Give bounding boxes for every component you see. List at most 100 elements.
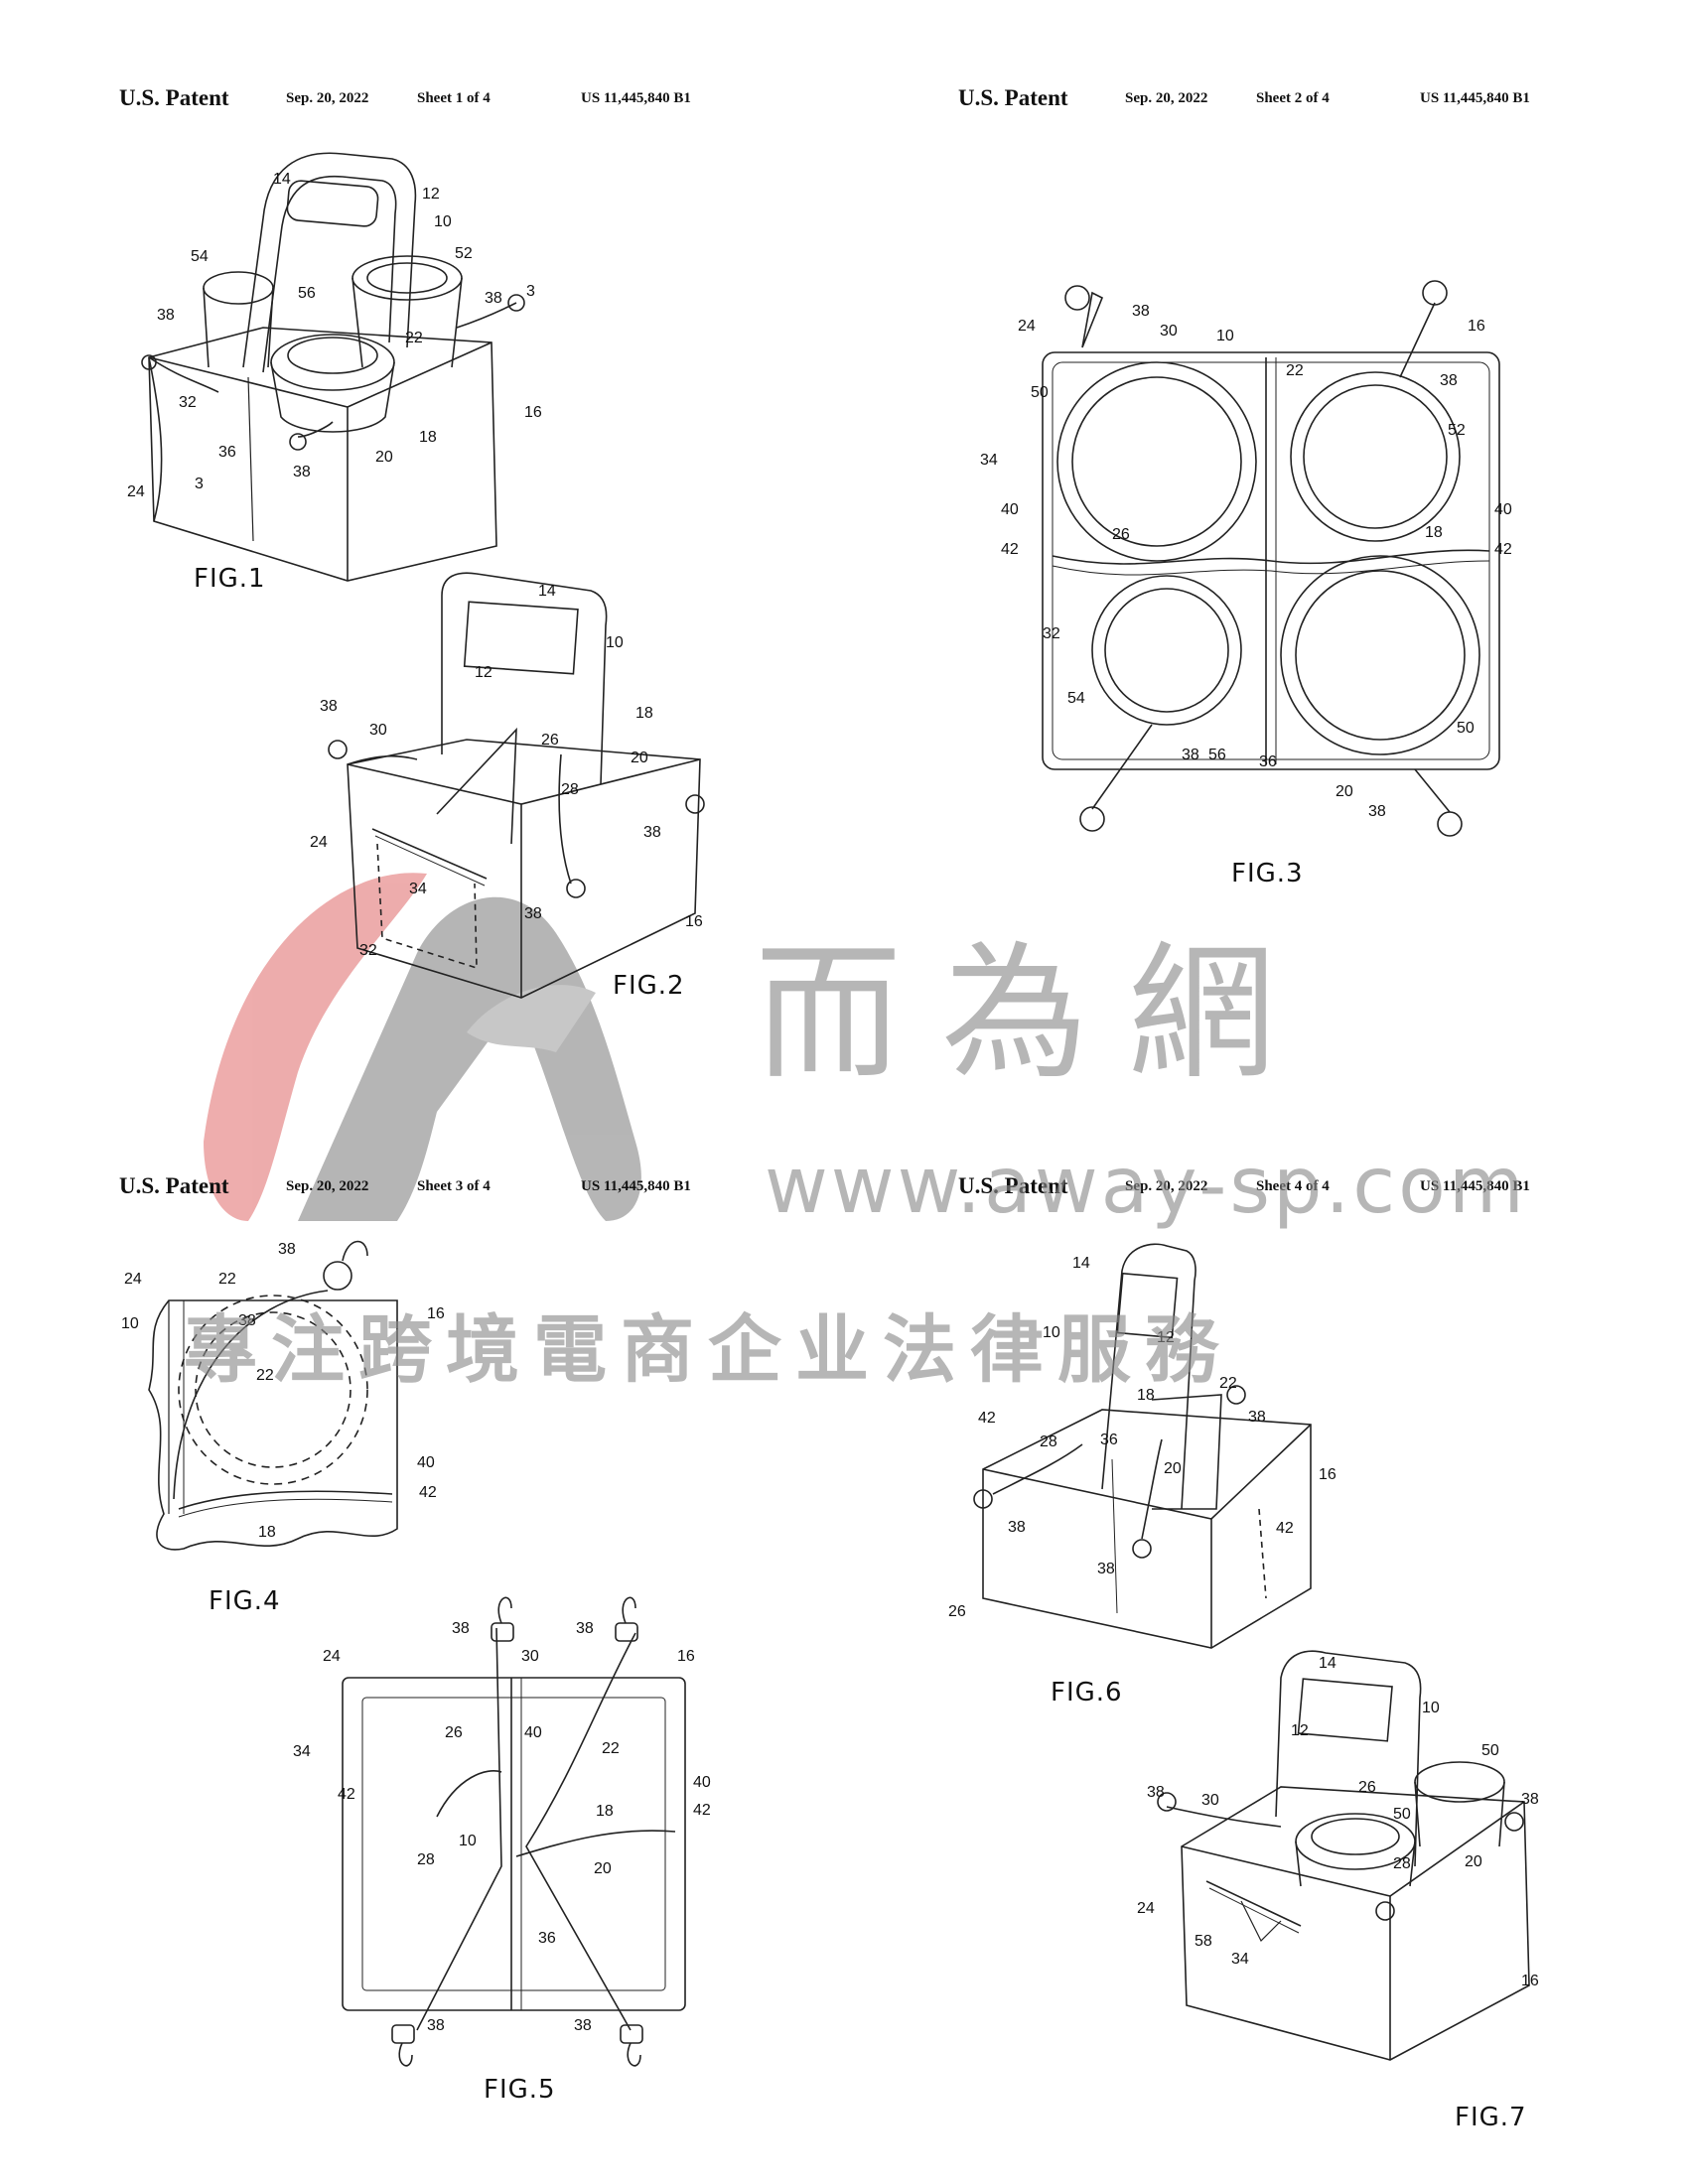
fig7-ref-numeral: 50 [1481,1742,1499,1759]
fig6-ref-numeral: 38 [1097,1561,1115,1577]
fig6-ref-numeral: 16 [1319,1466,1336,1483]
fig2-ref-numeral: 32 [359,942,377,959]
sheet-header-2: U.S. Patent Sep. 20, 2022 Sheet 2 of 4 U… [958,85,1530,111]
fig6-ref-numeral: 36 [1100,1432,1118,1448]
fig2-ref-numeral: 10 [606,634,624,651]
fig7-ref-numeral: 10 [1422,1700,1440,1716]
fig5-ref-numeral: 38 [576,1620,594,1637]
fig1-ref-numeral: 20 [375,449,393,466]
fig1-ref-numeral: 32 [179,394,197,411]
fig1-ref-numeral: 14 [273,171,291,188]
patent-label: U.S. Patent [958,1173,1068,1198]
sheet-number: Sheet 1 of 4 [417,90,491,106]
fig5-ref-numeral: 38 [574,2017,592,2034]
fig1-ref-numeral: 36 [218,444,236,461]
fig7-ref-numeral: 20 [1465,1853,1482,1870]
fig5-ref-numeral: 10 [459,1833,477,1849]
fig1-ref-numeral: 38 [157,307,175,324]
fig5-ref-numeral: 24 [323,1648,341,1665]
fig7-ref-numeral: 24 [1137,1900,1155,1917]
fig7-ref-numeral: 12 [1291,1722,1309,1739]
fig4-ref-numeral: 24 [124,1271,142,1288]
fig4-ref-numeral: 38 [278,1241,296,1258]
fig3-ref-numeral: 42 [1494,541,1512,558]
fig4-drawing [148,1240,398,1551]
fig1-ref-numeral: 38 [293,464,311,480]
fig5-ref-numeral: 28 [417,1851,435,1868]
fig4-ref-numeral: 38 [238,1312,256,1329]
fig3-ref-numeral: 38 [1440,372,1458,389]
fig3-drawing [1042,280,1500,837]
fig5-ref-numeral: 22 [602,1740,620,1757]
fig3-ref-numeral: 34 [980,452,998,469]
patent-date: Sep. 20, 2022 [286,90,369,106]
fig4-ref-numeral: 16 [427,1305,445,1322]
fig5-ref-numeral: 20 [594,1860,612,1877]
fig4-label: FIG.4 [209,1586,281,1616]
fig4-ref-numeral: 40 [417,1454,435,1471]
fig7-ref-numeral: 26 [1358,1779,1376,1796]
fig3-ref-numeral: 50 [1457,720,1475,737]
patent-date: Sep. 20, 2022 [1125,90,1208,106]
fig5-ref-numeral: 40 [524,1724,542,1741]
fig2-ref-numeral: 38 [643,824,661,841]
patent-number: US 11,445,840 B1 [1420,90,1530,106]
fig5-ref-numeral: 16 [677,1648,695,1665]
fig1-ref-numeral: 52 [455,245,473,262]
fig6-ref-numeral: 38 [1248,1409,1266,1426]
fig1-ref-numeral: 24 [127,483,145,500]
fig3-ref-numeral: 16 [1468,318,1485,335]
fig5-ref-numeral: 34 [293,1743,311,1760]
fig7-ref-numeral: 30 [1201,1792,1219,1809]
fig3-label: FIG.3 [1231,859,1304,888]
fig5-label: FIG.5 [484,2075,556,2105]
fig6-ref-numeral: 42 [978,1410,996,1427]
fig4-ref-numeral: 10 [121,1315,139,1332]
sheet-header-1: U.S. Patent Sep. 20, 2022 Sheet 1 of 4 U… [119,85,691,111]
patent-label: U.S. Patent [119,1173,229,1198]
fig3-ref-numeral: 38 [1132,303,1150,320]
fig7-ref-numeral: 14 [1319,1655,1336,1672]
fig2-ref-numeral: 30 [369,722,387,739]
fig1-label: FIG.1 [194,564,266,594]
fig5-ref-numeral: 38 [452,1620,470,1637]
fig3-ref-numeral: 22 [1286,362,1304,379]
fig6-ref-numeral: 38 [1008,1519,1026,1536]
fig5-ref-numeral: 42 [693,1802,711,1819]
fig2-ref-numeral: 14 [538,583,556,600]
fig5-drawing [342,1596,686,2067]
fig7-drawing [1157,1650,1530,2061]
fig1-ref-numeral: 54 [191,248,209,265]
fig6-ref-numeral: 14 [1072,1255,1090,1272]
fig7-ref-numeral: 28 [1393,1855,1411,1872]
fig7-label: FIG.7 [1455,2103,1527,2132]
fig1-drawing [141,152,525,582]
fig6-ref-numeral: 20 [1164,1460,1182,1477]
patent-date: Sep. 20, 2022 [1125,1178,1208,1194]
fig6-label: FIG.6 [1051,1678,1123,1707]
fig7-ref-numeral: 16 [1521,1973,1539,1989]
fig3-ref-numeral: 56 [1208,747,1226,763]
fig2-ref-numeral: 20 [631,750,648,766]
sheet-number: Sheet 3 of 4 [417,1178,491,1194]
fig7-ref-numeral: 38 [1521,1791,1539,1808]
fig5-ref-numeral: 26 [445,1724,463,1741]
fig6-ref-numeral: 28 [1040,1433,1057,1450]
fig3-ref-numeral: 26 [1112,526,1130,543]
fig7-ref-numeral: 50 [1393,1806,1411,1823]
sheet-header-4: U.S. Patent Sep. 20, 2022 Sheet 4 of 4 U… [958,1173,1530,1199]
fig5-ref-numeral: 42 [338,1786,355,1803]
fig2-ref-numeral: 18 [635,705,653,722]
fig2-ref-numeral: 38 [524,905,542,922]
fig5-ref-numeral: 38 [427,2017,445,2034]
fig6-ref-numeral: 42 [1276,1520,1294,1537]
fig3-ref-numeral: 50 [1031,384,1049,401]
patent-date: Sep. 20, 2022 [286,1178,369,1194]
fig1-ref-numeral: 18 [419,429,437,446]
fig4-ref-numeral: 18 [258,1524,276,1541]
fig1-ref-numeral: 12 [422,186,440,203]
fig6-ref-numeral: 18 [1137,1387,1155,1404]
fig3-ref-numeral: 40 [1494,501,1512,518]
